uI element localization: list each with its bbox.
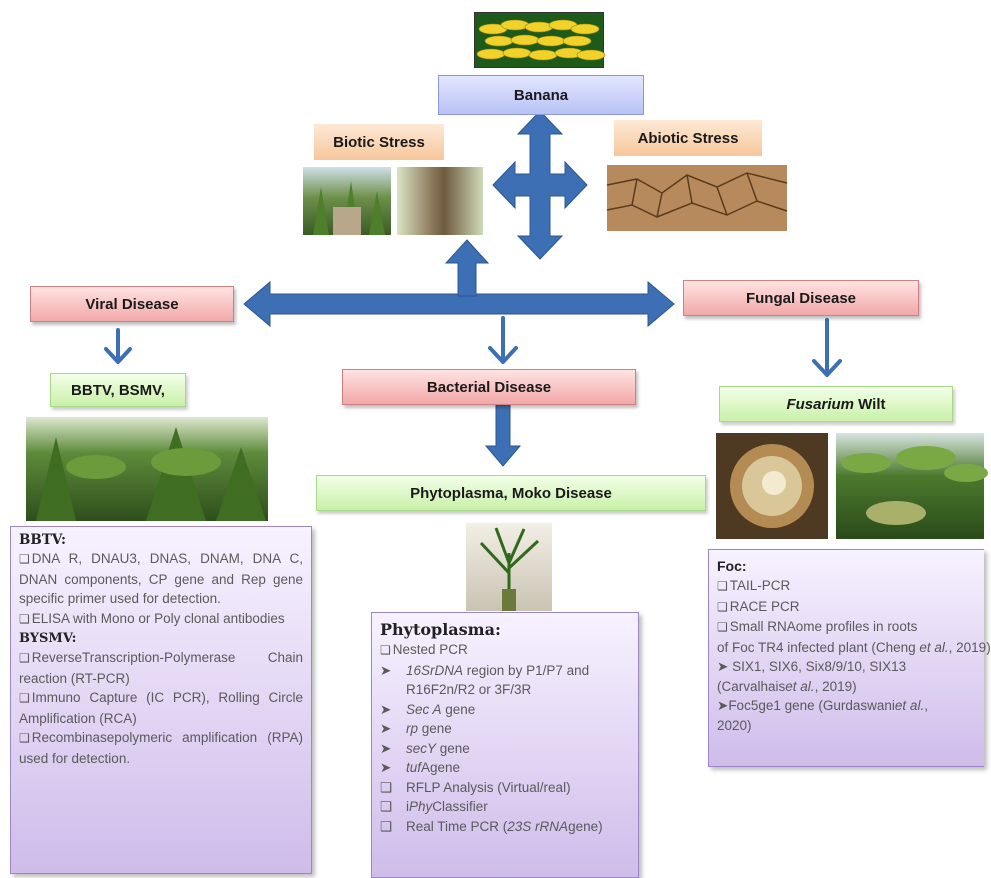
bysmv-line-2: Immuno Capture (IC PCR), Rolling Circle …	[19, 688, 303, 728]
foc-line-5b: 2020)	[717, 717, 752, 733]
fusarium-field-image	[836, 433, 988, 539]
foc-line-5: ➤Foc5ge1 gene (Gurdaswaniet al.,	[717, 698, 928, 713]
fungal-pathogens-label: Fusarium Wilt	[786, 395, 886, 413]
banana-label: Banana	[513, 86, 569, 104]
foc-line-3: Small RNAome profiles in roots	[717, 617, 978, 638]
phyto-item-1: ➤16SrDNA region by P1/P7 and R16F2n/R2 o…	[380, 662, 590, 698]
arrow-bacterial	[488, 316, 518, 364]
foc-title: Foc:	[717, 558, 747, 574]
foc-line-2: RACE PCR	[717, 597, 978, 618]
bacterial-pathogens-label: Phytoplasma, Moko Disease	[410, 484, 612, 502]
fungal-disease-box: Fungal Disease	[683, 280, 919, 316]
bysmv-line-1: ReverseTranscription-Polymerase Chain re…	[19, 648, 303, 688]
cracked-soil-image	[606, 165, 788, 231]
phytoplasma-panel: Phytoplasma: Nested PCR ➤16SrDNA region …	[371, 612, 639, 878]
fungal-pathogens-box: Fusarium Wilt	[719, 386, 953, 422]
abiotic-stress-box: Abiotic Stress	[614, 120, 762, 156]
bacterial-disease-box: Bacterial Disease	[342, 369, 636, 405]
bbtv-line-2: ELISA with Mono or Poly clonal antibodie…	[19, 609, 303, 630]
bacterial-pathogens-box: Phytoplasma, Moko Disease	[316, 475, 706, 511]
viral-disease-box: Viral Disease	[30, 286, 234, 322]
bysmv-title: BYSMV:	[19, 631, 77, 646]
arrow-phyto	[484, 404, 522, 467]
four-way-arrow	[492, 110, 588, 260]
biotic-stress-box: Biotic Stress	[314, 124, 444, 160]
banana-bunch-image	[474, 12, 606, 68]
viral-disease-image	[26, 417, 268, 521]
biotic-field-image	[303, 167, 391, 235]
phyto-item-2: ➤Sec A gene	[380, 701, 476, 717]
biotic-stress-label: Biotic Stress	[333, 133, 425, 151]
phyto-item-3: ➤rp gene	[380, 721, 452, 736]
abiotic-stress-label: Abiotic Stress	[637, 129, 739, 147]
bbtv-line-1: DNA R, DNAU3, DNAS, DNAM, DNA C, DNAN co…	[19, 549, 303, 609]
bacterial-disease-label: Bacterial Disease	[426, 378, 552, 396]
bbtv-title: BBTV:	[19, 532, 66, 548]
viral-pathogens-label: BBTV, BSMV,	[71, 381, 165, 399]
viral-pathogens-box: BBTV, BSMV,	[50, 373, 186, 407]
phyto-sub-2: ❑iPhyClassifier	[380, 799, 488, 814]
phyto-sub-1: ❑RFLP Analysis (Virtual/real)	[380, 779, 571, 795]
nested-pcr: Nested PCR	[380, 640, 630, 661]
foc-line-4: ➤ SIX1, SIX6, Six8/9/10, SIX13	[717, 659, 907, 674]
phyto-sub-3: ❑Real Time PCR (23S rRNAgene)	[380, 818, 603, 834]
phyto-item-4: ➤secY gene	[380, 740, 470, 756]
up-arrow	[444, 239, 490, 297]
bysmv-line-3: Recombinasepolymeric amplification (RPA)…	[19, 728, 303, 768]
foc-panel: Foc: TAIL-PCR RACE PCR Small RNAome prof…	[708, 549, 991, 767]
foc-line-4b: (Carvalhaiset al., 2019)	[717, 678, 857, 694]
biotic-stem-image	[397, 167, 483, 235]
arrow-viral	[104, 328, 132, 364]
fungal-disease-label: Fungal Disease	[745, 289, 857, 307]
arrow-fungal	[812, 318, 842, 377]
banana-box: Banana	[438, 75, 644, 115]
fusarium-corm-image	[716, 433, 828, 539]
bbtv-panel: BBTV: DNA R, DNAU3, DNAS, DNAM, DNA C, D…	[10, 526, 312, 874]
foc-line-3b: of Foc TR4 infected plant (Cheng et al.,…	[717, 639, 991, 655]
phytoplasma-title: Phytoplasma:	[380, 620, 501, 639]
phyto-item-5: ➤tufAgene	[380, 760, 461, 775]
foc-line-1: TAIL-PCR	[717, 576, 978, 597]
horizontal-double-arrow	[243, 280, 675, 328]
viral-disease-label: Viral Disease	[85, 295, 179, 313]
seedling-image	[466, 523, 552, 611]
